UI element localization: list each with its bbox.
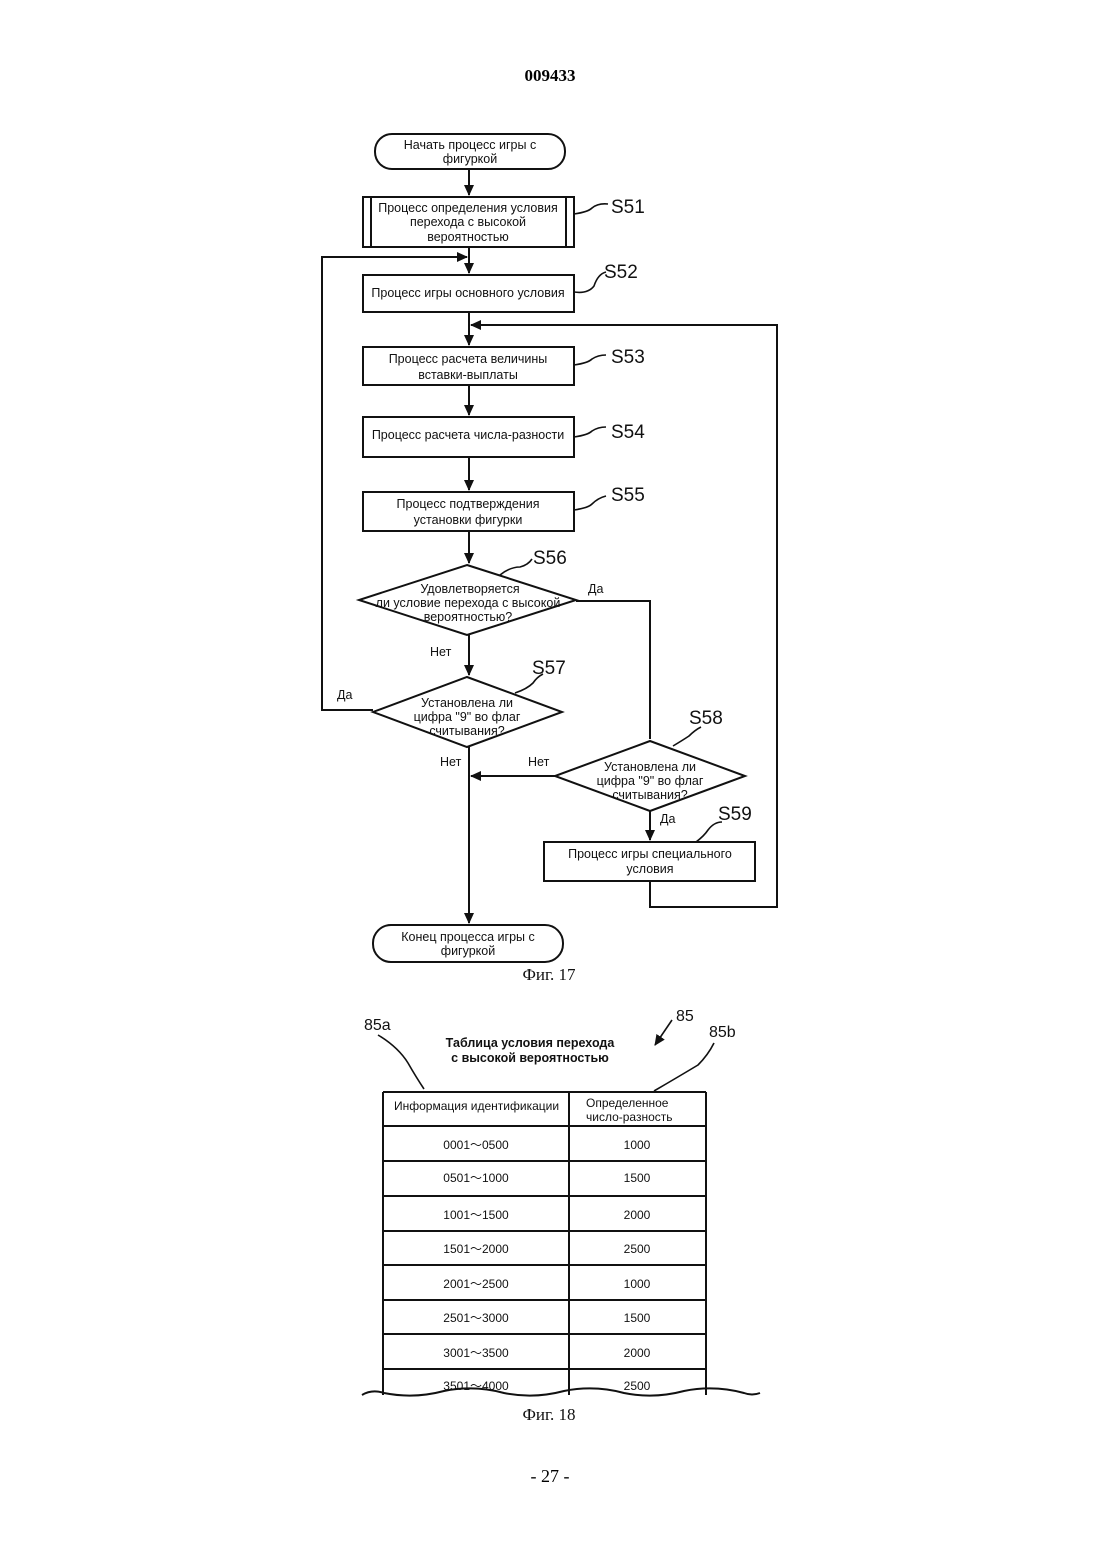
leader-s51 — [574, 204, 608, 214]
row-value-cell: 1500 — [624, 1311, 651, 1325]
s51-line1: Процесс определения условия — [378, 201, 558, 215]
step-id-s59: S59 — [718, 804, 752, 825]
table-title-line2: с высокой вероятностью — [451, 1051, 609, 1065]
leader-s56 — [500, 559, 532, 575]
col-header-value-line2: число-разность — [586, 1110, 673, 1124]
row-id-cell: 1001～1500 — [443, 1208, 509, 1222]
page-number: - 27 - — [0, 1466, 1100, 1487]
fig17-caption: Фиг. 17 — [522, 965, 576, 984]
s53-line1: Процесс расчета величины — [389, 352, 548, 366]
s58-line3: считывания? — [612, 788, 687, 802]
row-id-cell: 3001～3500 — [443, 1346, 509, 1360]
s57-line1: Установлена ли — [421, 696, 513, 710]
table-row: 0001～0500 1000 — [443, 1138, 650, 1152]
ref-85b: 85b — [709, 1024, 736, 1041]
branch-s57-no: Нет — [440, 755, 462, 769]
step-id-s51: S51 — [611, 197, 645, 218]
s54-line1: Процесс расчета числа-разности — [372, 428, 564, 442]
leader-85b — [654, 1043, 714, 1091]
leader-s55 — [574, 496, 606, 510]
step-id-s53: S53 — [611, 347, 645, 368]
branch-s56-no: Нет — [430, 645, 452, 659]
branch-s58-yes: Да — [660, 812, 675, 826]
s55-line1: Процесс подтверждения — [397, 497, 540, 511]
leader-s54 — [574, 427, 606, 437]
table-row: 1501～2000 2500 — [443, 1242, 650, 1256]
s57-line3: считывания? — [429, 724, 504, 738]
table-row: 1001～1500 2000 — [443, 1208, 650, 1222]
leader-s59 — [696, 822, 722, 842]
col-header-id: Информация идентификации — [394, 1099, 559, 1113]
s53-line2: вставки-выплаты — [418, 368, 518, 382]
leader-s53 — [574, 355, 606, 365]
step-id-s56: S56 — [533, 548, 567, 569]
row-id-cell: 2501～3000 — [443, 1311, 509, 1325]
step-id-s54: S54 — [611, 422, 645, 443]
row-value-cell: 2000 — [624, 1208, 651, 1222]
row-value-cell: 1000 — [624, 1138, 651, 1152]
table-break-line — [362, 1388, 760, 1395]
s59-line2: условия — [626, 862, 673, 876]
row-value-cell: 1000 — [624, 1277, 651, 1291]
row-value-cell: 2500 — [624, 1242, 651, 1256]
table-row: 0501～1000 1500 — [443, 1171, 650, 1185]
end-label-line2: фигуркой — [441, 944, 495, 958]
arrow-85 — [655, 1020, 672, 1045]
step-id-s58: S58 — [689, 708, 723, 729]
end-label-line1: Конец процесса игры с — [401, 930, 535, 944]
s51-line2: перехода с высокой — [410, 215, 526, 229]
s56-line1: Удовлетворяется — [420, 582, 519, 596]
s58-line1: Установлена ли — [604, 760, 696, 774]
s56-line2: ли условие перехода с высокой — [376, 596, 561, 610]
s56-line3: вероятностью? — [424, 610, 513, 624]
table-row: 2001～2500 1000 — [443, 1277, 650, 1291]
start-label-line2: фигуркой — [443, 152, 497, 166]
branch-s56-yes: Да — [588, 582, 603, 596]
row-value-cell: 2000 — [624, 1346, 651, 1360]
s59-line1: Процесс игры специального — [568, 847, 732, 861]
step-id-s55: S55 — [611, 485, 645, 506]
start-label-line1: Начать процесс игры с — [404, 138, 536, 152]
ref-85a: 85a — [364, 1017, 391, 1034]
s58-line2: цифра "9" во флаг — [597, 774, 704, 788]
step-id-s52: S52 — [604, 262, 638, 283]
step-id-s57: S57 — [532, 658, 566, 679]
branch-s58-no: Нет — [528, 755, 550, 769]
connector-s56-yes — [576, 601, 650, 739]
branch-s57-yes: Да — [337, 688, 352, 702]
row-value-cell: 2500 — [624, 1379, 651, 1393]
s51-line3: вероятностью — [427, 230, 509, 244]
s57-line2: цифра "9" во флаг — [414, 710, 521, 724]
s55-line2: установки фигурки — [414, 513, 523, 527]
table-row: 2501～3000 1500 — [443, 1311, 650, 1325]
row-id-cell: 0001～0500 — [443, 1138, 509, 1152]
leader-s58 — [673, 727, 701, 746]
table-row: 3001～3500 2000 — [443, 1346, 650, 1360]
col-header-value-line1: Определенное — [586, 1096, 669, 1110]
leader-85a — [378, 1035, 424, 1089]
row-id-cell: 1501～2000 — [443, 1242, 509, 1256]
leader-s52 — [574, 272, 606, 292]
row-value-cell: 1500 — [624, 1171, 651, 1185]
row-id-cell: 2001～2500 — [443, 1277, 509, 1291]
row-id-cell: 3501～4000 — [443, 1379, 509, 1393]
table-fig18: 85a 85 85b Таблица условия перехода с вы… — [362, 1008, 760, 1424]
table-title-line1: Таблица условия перехода — [446, 1036, 616, 1050]
fig18-caption: Фиг. 18 — [522, 1405, 575, 1424]
s52-line1: Процесс игры основного условия — [371, 286, 564, 300]
row-id-cell: 0501～1000 — [443, 1171, 509, 1185]
ref-85: 85 — [676, 1008, 694, 1025]
connector-s57-yes — [322, 257, 467, 710]
